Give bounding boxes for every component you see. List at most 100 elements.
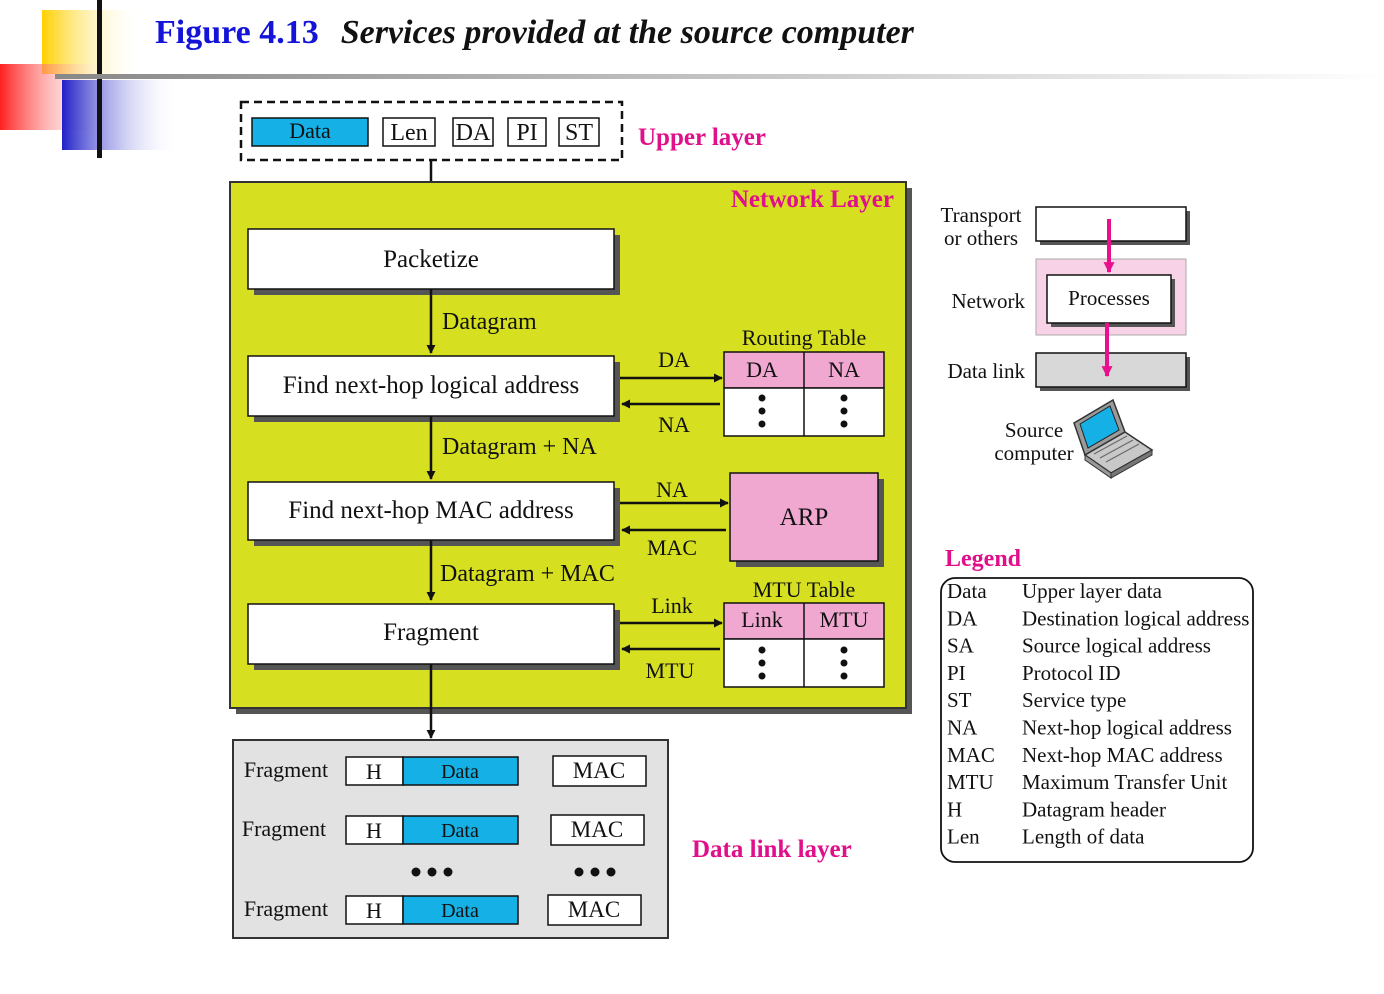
legend-desc: Length of data [1022, 825, 1145, 849]
corner-decoration [0, 0, 1384, 158]
frame-header-label: H [366, 898, 382, 923]
find-logical-box: Find next-hop logical address [247, 355, 620, 422]
frame-header-label: H [366, 759, 382, 784]
frame-header-cell [345, 895, 404, 925]
upper-header-fields: Len DA PI ST [382, 117, 600, 147]
legend-title: Legend [945, 546, 1022, 572]
frame-fragment-label: Fragment [244, 896, 328, 921]
packetize-box: Packetize [247, 228, 620, 295]
fragment-label: Fragment [383, 619, 479, 646]
datalink-layer-label: Data link layer [692, 836, 852, 863]
legend-desc: Upper layer data [1022, 579, 1163, 603]
legend-abbr: SA [947, 634, 975, 658]
find-logical-label: Find next-hop logical address [283, 372, 579, 399]
mtu-col-link: Link [741, 607, 783, 632]
legend-desc: Next-hop logical address [1022, 716, 1232, 740]
frame-fragment-label: Fragment [244, 757, 328, 782]
frame-data-label: Data [441, 761, 479, 783]
legend-abbr: ST [947, 688, 972, 712]
routing-ellipsis [758, 394, 848, 428]
mtu-arrow-link-label: Link [651, 593, 693, 618]
routing-table: Routing Table DA NA [723, 325, 885, 437]
frame-data-label: Data [441, 820, 479, 842]
upper-field-2 [507, 117, 547, 147]
figure-title: Figure 4.13 Services provided at the sour… [155, 14, 914, 52]
upper-data-field [251, 117, 369, 147]
find-mac-box: Find next-hop MAC address [247, 481, 620, 546]
routing-arrow-da-label: DA [658, 347, 690, 372]
upper-field-label: PI [516, 120, 537, 146]
stack-transport-line1: Transport [941, 203, 1022, 227]
arp-box: ARP [729, 472, 884, 567]
mtu-ellipsis [758, 646, 848, 680]
datagram-mac-label: Datagram + MAC [440, 561, 615, 587]
upper-field-label: DA [456, 120, 491, 146]
mtu-table: MTU Table Link MTU [723, 577, 885, 688]
find-mac-label: Find next-hop MAC address [288, 497, 573, 524]
datagram-na-label: Datagram + NA [442, 434, 597, 460]
stack-network-label: Network [952, 289, 1026, 313]
frame-data-cell [402, 895, 519, 925]
upper-field-label: Len [390, 120, 427, 146]
frame-mac-label: MAC [573, 758, 625, 783]
routing-col-na: NA [828, 357, 860, 382]
legend-abbr: MTU [947, 770, 994, 794]
figure-number: Figure 4.13 [155, 14, 319, 51]
upper-field-label: ST [565, 120, 593, 146]
frame-header-label: H [366, 818, 382, 843]
mtu-arrow-mtu-label: MTU [646, 658, 695, 683]
datalink-ellipsis [411, 867, 616, 877]
frame-mac-cell [552, 755, 647, 787]
figure-caption: Services provided at the source computer [340, 14, 914, 51]
arp-arrow-mac-label: MAC [647, 535, 697, 560]
legend-abbr: DA [947, 606, 978, 630]
routing-table-title: Routing Table [742, 325, 867, 350]
legend-abbr: Len [947, 825, 980, 849]
stack-transport-line2: or others [944, 226, 1018, 250]
frame-mac-label: MAC [571, 817, 623, 842]
frame-fragment-label: Fragment [242, 816, 326, 841]
frame-mac-cell [547, 894, 642, 926]
laptop-icon [1073, 398, 1154, 479]
legend-abbr: MAC [947, 743, 995, 767]
network-layer-label: Network Layer [731, 186, 894, 213]
legend-desc: Protocol ID [1022, 661, 1121, 685]
legend-desc: Datagram header [1022, 797, 1166, 821]
legend-desc: Destination logical address [1022, 606, 1249, 630]
upper-field-3 [558, 117, 600, 147]
legend-abbr: H [947, 797, 962, 821]
frame-data-label: Data [441, 900, 479, 922]
legend-desc: Source logical address [1022, 634, 1211, 658]
upper-layer-label: Upper layer [638, 124, 766, 151]
stack-datalink-box [1035, 352, 1187, 388]
processes-label: Processes [1068, 286, 1150, 310]
fragment-box: Fragment [247, 603, 620, 670]
frame-data-cell [402, 756, 519, 786]
frame-data-cell [402, 815, 519, 845]
datagram-label: Datagram [442, 309, 537, 335]
upper-field-0 [382, 117, 436, 147]
packetize-label: Packetize [383, 246, 479, 273]
upper-layer-packet: Data Len DA PI ST Upper layer [239, 100, 766, 162]
legend-abbr: Data [947, 579, 987, 603]
routing-col-da: DA [746, 357, 778, 382]
frame-mac-label: MAC [568, 897, 620, 922]
legend-desc: Service type [1022, 688, 1126, 712]
routing-arrow-na-label: NA [658, 412, 690, 437]
mtu-table-title: MTU Table [753, 577, 856, 602]
legend-abbr: PI [947, 661, 966, 685]
upper-data-label: Data [289, 118, 331, 143]
legend-abbr: NA [947, 716, 978, 740]
mtu-col-mtu: MTU [820, 607, 869, 632]
legend-box [940, 577, 1254, 863]
arp-arrow-na-label: NA [656, 477, 688, 502]
network-layer: Network Layer Packetize Datagram Find ne… [229, 181, 912, 714]
protocol-stack: Transport or others Network Processes Da… [941, 203, 1190, 479]
frame-mac-cell [550, 814, 645, 846]
arp-label: ARP [780, 504, 829, 531]
legend-desc: Next-hop MAC address [1022, 743, 1223, 767]
upper-field-1 [452, 117, 494, 147]
source-computer-line1: Source [1005, 418, 1063, 442]
